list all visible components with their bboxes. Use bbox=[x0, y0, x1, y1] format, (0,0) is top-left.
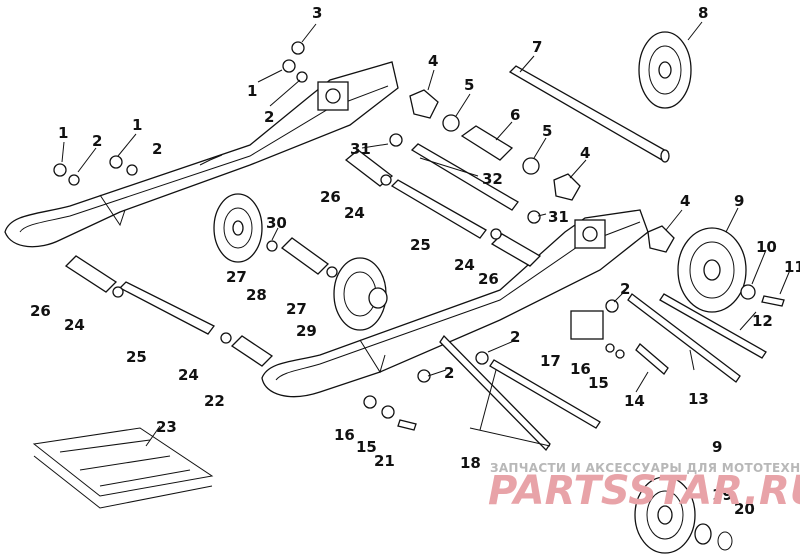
leader-lines bbox=[61, 21, 791, 447]
right-rail bbox=[261, 209, 649, 398]
callout-16b: 16 bbox=[334, 426, 355, 444]
callout-8: 8 bbox=[698, 4, 708, 22]
callout-4a: 4 bbox=[428, 52, 438, 70]
callout-24d: 24 bbox=[178, 366, 199, 384]
callout-23: 23 bbox=[156, 418, 177, 436]
shaft-7 bbox=[508, 65, 670, 163]
axle-25-lower bbox=[118, 281, 215, 335]
wheel-9 bbox=[677, 227, 747, 313]
callout-2b: 2 bbox=[92, 132, 102, 150]
callout-4c: 4 bbox=[680, 192, 690, 210]
callout-27b: 27 bbox=[286, 300, 307, 318]
callout-14: 14 bbox=[624, 392, 645, 410]
callout-25a: 25 bbox=[410, 236, 431, 254]
callout-labels: 1 1 1 2 2 2 2 2 2 3 4 4 4 5 5 6 7 8 9 9 … bbox=[30, 4, 800, 518]
callout-1b: 1 bbox=[58, 124, 68, 142]
callout-7: 7 bbox=[532, 38, 542, 56]
callout-27a: 27 bbox=[226, 268, 247, 286]
watermark-brand: PARTSSTAR.RU bbox=[488, 468, 800, 514]
callout-5a: 5 bbox=[464, 76, 474, 94]
callout-3: 3 bbox=[312, 4, 322, 22]
callout-12: 12 bbox=[752, 312, 773, 330]
callout-2d: 2 bbox=[620, 280, 630, 298]
spacer-tubes bbox=[64, 125, 542, 367]
callout-24b: 24 bbox=[454, 256, 475, 274]
brackets-4 bbox=[409, 89, 675, 340]
callout-15b: 15 bbox=[356, 438, 377, 456]
callout-24c: 24 bbox=[64, 316, 85, 334]
axle-25-upper bbox=[390, 179, 487, 239]
watermark: ЗАПЧАСТИ И АКСЕССУАРЫ ДЛЯ МОТОТЕХНИКИ PA… bbox=[488, 461, 800, 514]
small-hardware bbox=[53, 41, 785, 431]
callout-30: 30 bbox=[266, 214, 287, 232]
callout-5b: 5 bbox=[542, 122, 552, 140]
callout-15a: 15 bbox=[588, 374, 609, 392]
watermark-tagline: ЗАПЧАСТИ И АКСЕССУАРЫ ДЛЯ МОТОТЕХНИКИ bbox=[490, 461, 800, 475]
callout-2e: 2 bbox=[510, 328, 520, 346]
callout-32: 32 bbox=[482, 170, 503, 188]
callout-6: 6 bbox=[510, 106, 520, 124]
wheel-29 bbox=[333, 257, 388, 331]
callout-18: 18 bbox=[460, 454, 481, 472]
wheel-8 bbox=[638, 31, 692, 109]
callout-26a: 26 bbox=[320, 188, 341, 206]
callout-2a: 2 bbox=[264, 108, 274, 126]
callout-22: 22 bbox=[204, 392, 225, 410]
callout-10: 10 bbox=[756, 238, 777, 256]
callout-13: 13 bbox=[688, 390, 709, 408]
left-rail bbox=[4, 61, 399, 248]
slide-plate-23 bbox=[32, 427, 214, 509]
callout-17: 17 bbox=[540, 352, 561, 370]
callout-20: 20 bbox=[734, 500, 755, 518]
rods-13-14 bbox=[627, 293, 767, 383]
wheel-9-lower bbox=[634, 476, 733, 554]
callout-24a: 24 bbox=[344, 204, 365, 222]
shaft-32 bbox=[410, 143, 519, 211]
callout-1c: 1 bbox=[132, 116, 142, 134]
callout-21: 21 bbox=[374, 452, 395, 470]
callout-9a: 9 bbox=[734, 192, 744, 210]
rods-18 bbox=[439, 334, 601, 452]
callout-25b: 25 bbox=[126, 348, 147, 366]
callout-2f: 2 bbox=[444, 364, 454, 382]
callout-9b: 9 bbox=[712, 438, 722, 456]
callout-26b: 26 bbox=[478, 270, 499, 288]
callout-16a: 16 bbox=[570, 360, 591, 378]
callout-31b: 31 bbox=[548, 208, 569, 226]
callout-2c: 2 bbox=[152, 140, 162, 158]
callout-1a: 1 bbox=[247, 82, 257, 100]
wheel-27 bbox=[213, 193, 263, 263]
callout-19: 19 bbox=[712, 486, 733, 504]
callout-4b: 4 bbox=[580, 144, 590, 162]
callout-29: 29 bbox=[296, 322, 317, 340]
callout-26c: 26 bbox=[30, 302, 51, 320]
callout-31a: 31 bbox=[350, 140, 371, 158]
callout-28: 28 bbox=[246, 286, 267, 304]
callout-11: 11 bbox=[784, 258, 800, 276]
